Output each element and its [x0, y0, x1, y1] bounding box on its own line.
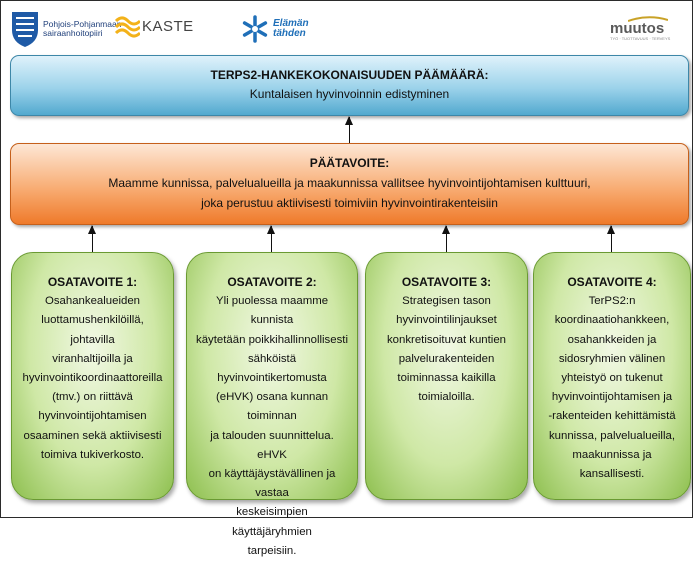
swoosh-icon	[628, 16, 668, 22]
goal-title: TERPS2-HANKEKOKONAISUUDEN PÄÄMÄÄRÄ:	[210, 68, 489, 82]
arrow-sub2-to-main	[267, 225, 275, 252]
subgoal-1-line: viranhaltijoilla ja	[52, 352, 133, 365]
subgoal-4-line: yhteistyö on tukenut	[561, 372, 663, 385]
logo-kaste: KASTE	[114, 13, 194, 39]
logo-elaman-tahden: Elämän tähden	[240, 14, 309, 44]
subgoal-3-line: konkretisoituvat kuntien	[386, 333, 507, 346]
main-title: PÄÄTAVOITE:	[309, 156, 390, 170]
subgoal-3-line: toimialoilla.	[418, 391, 475, 404]
arrow-main-to-goal	[345, 116, 353, 143]
subgoal-1-title: OSATAVOITE 1:	[47, 275, 138, 289]
shield-crest-icon	[12, 12, 38, 47]
subgoal-1-line: (tmv.) on riittävä	[52, 391, 133, 404]
arrow-sub1-to-main	[88, 225, 96, 252]
subgoal-3-line: toiminnassa kaikilla	[397, 372, 496, 385]
wave-stripes-icon	[114, 16, 140, 38]
main-objective-box: PÄÄTAVOITE: Maamme kunnissa, palvelualue…	[10, 143, 689, 225]
main-line2: joka perustuu aktiivisesti toimiviin hyv…	[201, 196, 498, 210]
subgoal-box-3: OSATAVOITE 3: Strategisen tason hyvinvoi…	[365, 252, 528, 500]
subgoal-2-line: Yli puolessa maamme kunnista	[215, 295, 329, 327]
subgoal-4-line: TerPS2:n	[588, 295, 636, 308]
subgoal-3-line: hyvinvointilinjaukset	[396, 314, 497, 327]
subgoal-4-line: osahankkeiden ja	[567, 333, 657, 346]
subgoal-1-line: toimiva tukiverkosto.	[40, 448, 145, 461]
goal-text: Kuntalaisen hyvinvoinnin edistyminen	[249, 87, 450, 101]
subgoal-box-1: OSATAVOITE 1: Osahankealueiden luottamus…	[11, 252, 174, 500]
main-line1: Maamme kunnissa, palvelualueilla ja maak…	[108, 176, 591, 190]
arrow-sub3-to-main	[442, 225, 450, 252]
subgoal-4-title: OSATAVOITE 4:	[567, 275, 657, 289]
logo-pohjois-line2: sairaanhoitopiiri	[43, 28, 103, 38]
subgoal-4-line: -rakenteiden kehittämistä	[548, 410, 676, 423]
subgoal-1-line: hyvinvointikoordinaattoreilla	[22, 372, 163, 385]
subgoal-box-2: OSATAVOITE 2: Yli puolessa maamme kunnis…	[186, 252, 358, 557]
subgoal-1-line: osaaminen sekä aktiivisesti	[23, 429, 162, 442]
logo-elaman-line2: tähden	[273, 28, 306, 39]
subgoal-2-line: käytetään poikkihallinnollisesti	[196, 333, 348, 346]
logo-muutos-sub: TYÖ · TUOTTAVUUS · TERVEYS	[610, 36, 671, 41]
subgoal-box-4: OSATAVOITE 4: TerPS2:n koordinaatiohankk…	[533, 252, 691, 500]
star-of-life-icon	[242, 15, 268, 43]
subgoal-1-line: luottamushenkilöillä, johtavilla	[41, 314, 144, 346]
subgoal-2-line: keskeisimpien käyttäjäryhmien	[232, 506, 312, 538]
subgoal-4-line: koordinaatiohankkeen,	[554, 314, 670, 327]
arrow-sub4-to-main	[607, 225, 615, 252]
logo-pohjois-line1: Pohjois-Pohjanmaan	[43, 19, 122, 29]
logo-kaste-text: KASTE	[142, 17, 194, 35]
subgoal-4-line: hyvinvointijohtamisen ja	[551, 391, 673, 404]
subgoal-1-line: Osahankealueiden	[45, 295, 140, 308]
subgoal-2-line: ja talouden suunnittelua. eHVK	[210, 429, 334, 461]
logo-pohjois-pohjanmaan: Pohjois-Pohjanmaan sairaanhoitopiiri	[10, 10, 121, 48]
logo-muutos-text: muutos	[610, 20, 665, 37]
subgoal-2-line: on käyttäjäystävällinen ja vastaa	[208, 468, 336, 500]
subgoal-4-line: maakunnissa ja kansallisesti.	[572, 448, 652, 481]
subgoal-4-line: sidosryhmien välinen	[558, 352, 666, 365]
subgoal-3-title: OSATAVOITE 3:	[401, 275, 492, 289]
subgoal-3-line: Strategisen tason	[402, 295, 491, 308]
subgoal-2-title: OSATAVOITE 2:	[227, 275, 317, 289]
subgoal-2-line: sähköistä hyvinvointikertomusta	[217, 352, 327, 385]
subgoal-2-line: (eHVK) osana kunnan toiminnan	[215, 391, 329, 423]
subgoal-3-line: palvelurakenteiden	[398, 352, 495, 365]
subgoal-2-line: tarpeisiin.	[247, 544, 297, 557]
subgoal-1-line: hyvinvointijohtamisen	[38, 410, 147, 423]
goal-box: TERPS2-HANKEKOKONAISUUDEN PÄÄMÄÄRÄ: Kunt…	[10, 55, 689, 116]
subgoal-4-line: kunnissa, palvelualueilla,	[548, 429, 675, 442]
logo-muutos: muutos TYÖ · TUOTTAVUUS · TERVEYS	[610, 16, 670, 42]
logo-elaman-line1: Elämän	[273, 18, 309, 29]
